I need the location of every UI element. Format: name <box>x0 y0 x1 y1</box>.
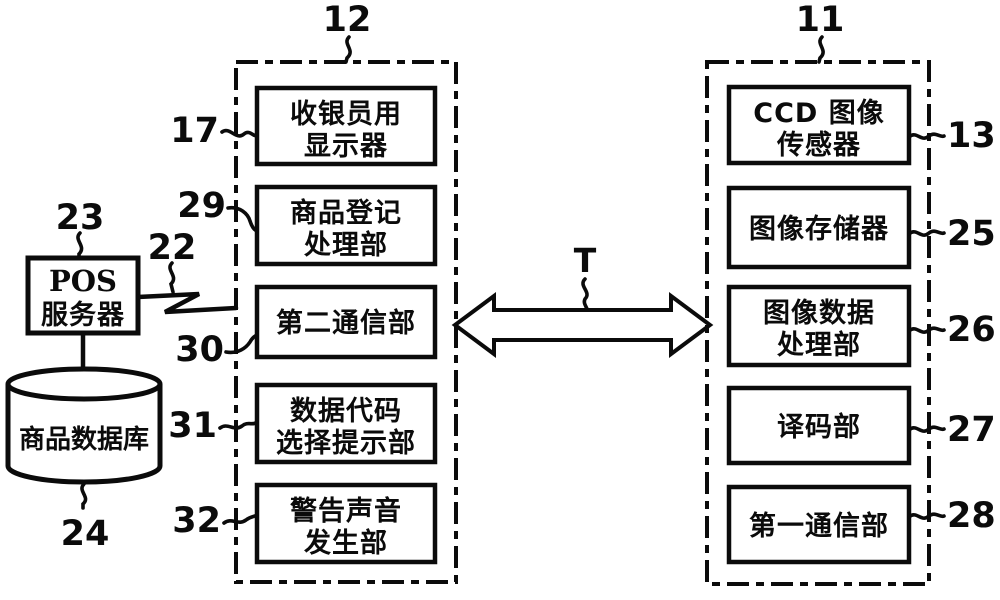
bidirectional-arrow <box>451 292 714 358</box>
database-cylinder-body <box>5 384 163 485</box>
ccd-image-sensor-box <box>726 84 912 166</box>
unit-12-frame <box>234 60 458 584</box>
ref-28: 28 <box>947 496 996 536</box>
ref-11: 11 <box>796 0 845 40</box>
decoder-box <box>726 385 912 466</box>
image-data-processing-line1: 图像数据 <box>763 298 875 329</box>
warning-sound-line1: 警告声音 <box>290 495 402 527</box>
connection-22-group: 22 <box>135 228 239 315</box>
ref-26: 26 <box>947 310 996 350</box>
ref-12: 12 <box>323 0 372 40</box>
image-data-processing-box <box>726 284 912 368</box>
image-memory-line1: 图像存储器 <box>749 214 889 245</box>
pos-server-group: 23 POS 服务器 商品数据库 24 <box>5 198 163 554</box>
ref-30-leader-squiggle <box>224 333 259 355</box>
cashier-display-line2: 显示器 <box>304 131 388 162</box>
ref-31-leader-squiggle <box>218 420 259 430</box>
ref-12-leader-squiggle <box>344 35 352 64</box>
data-code-selection-line2: 选择提示部 <box>276 427 416 459</box>
pos-terminal-unit-12: 12 收银员用 显示器 17 商品登记 处理部 29 第二通信部 30 数据代码… <box>168 0 458 584</box>
ccd-image-sensor-line2: 传感器 <box>776 129 861 161</box>
ref-30: 30 <box>175 330 224 370</box>
database-label: 商品数据库 <box>19 424 149 455</box>
ref-28-leader-squiggle <box>907 512 946 520</box>
ref-t-leader-squiggle <box>581 277 589 311</box>
warning-sound-box <box>254 482 438 565</box>
pos-server-box <box>25 255 141 336</box>
ccd-image-sensor-line1: CCD 图像 <box>753 98 884 129</box>
ref-31: 31 <box>168 406 217 446</box>
ref-25-leader-squiggle <box>907 229 946 237</box>
ref-27-leader-squiggle <box>907 425 946 433</box>
ref-29: 29 <box>177 186 226 226</box>
ref-25: 25 <box>947 214 996 254</box>
data-code-selection-line1: 数据代码 <box>290 396 402 427</box>
zigzag-link-line <box>135 291 239 315</box>
ref-32-leader-squiggle <box>222 513 259 525</box>
decoder-line1: 译码部 <box>777 411 861 443</box>
second-communication-line1: 第二通信部 <box>276 307 416 339</box>
ref-13-leader-squiggle <box>907 132 946 140</box>
cashier-display-line1: 收银员用 <box>290 99 402 130</box>
pos-server-line2: 服务器 <box>41 300 125 331</box>
warning-sound-line2: 发生部 <box>303 527 388 559</box>
scanner-unit-11: 11 CCD 图像 传感器 13 图像存储器 25 图像数据 处理部 26 译码… <box>705 0 996 586</box>
ref-24-leader-squiggle <box>80 482 88 510</box>
ref-17-leader-squiggle <box>220 128 259 138</box>
second-communication-box <box>254 284 438 360</box>
transmission-arrow-group: T <box>451 241 714 358</box>
pos-server-line1: POS <box>49 264 117 298</box>
ref-32: 32 <box>172 501 221 541</box>
product-registration-line2: 处理部 <box>303 229 388 261</box>
cashier-display-box <box>254 85 438 167</box>
ref-17: 17 <box>170 111 219 151</box>
first-communication-line1: 第一通信部 <box>749 510 889 542</box>
image-memory-box <box>726 185 912 270</box>
database-cylinder-top <box>5 366 163 402</box>
product-registration-box <box>254 184 438 267</box>
ref-26-leader-squiggle <box>907 326 946 334</box>
ref-29-leader-squiggle <box>226 205 259 233</box>
data-code-selection-box <box>254 382 438 465</box>
ref-11-leader-squiggle <box>817 35 825 64</box>
product-registration-line1: 商品登记 <box>290 198 402 229</box>
ref-22-leader-squiggle <box>168 261 176 294</box>
ref-24: 24 <box>61 514 110 554</box>
unit-11-frame <box>705 60 931 586</box>
ref-27: 27 <box>947 410 996 450</box>
image-data-processing-line2: 处理部 <box>776 329 861 361</box>
first-communication-box <box>726 484 912 565</box>
ref-23-leader-squiggle <box>76 231 84 260</box>
ref-t: T <box>574 241 597 280</box>
ref-13: 13 <box>947 116 996 156</box>
